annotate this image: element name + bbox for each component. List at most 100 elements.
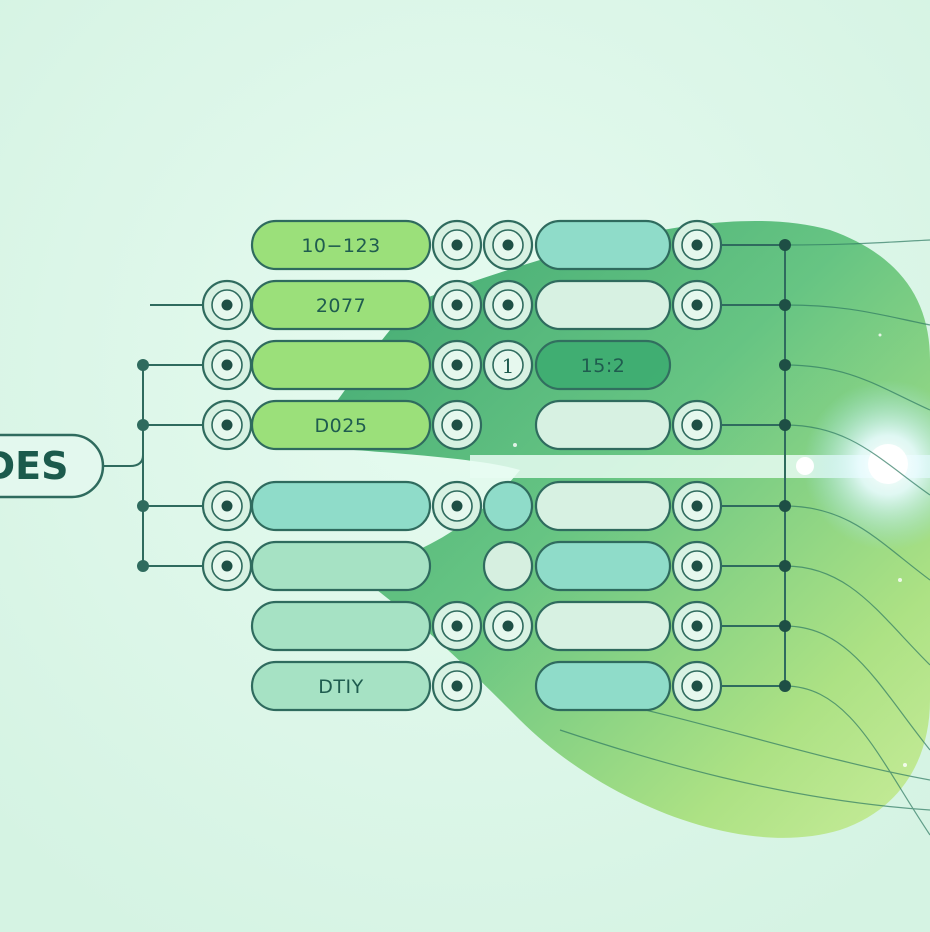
bus-junction-dot [779, 560, 791, 572]
node-dot-icon [691, 620, 703, 632]
process-node[interactable] [431, 480, 483, 532]
node-dot-icon [502, 239, 514, 251]
stage-pill-label: DTIY [318, 676, 363, 698]
glow-orb [803, 380, 930, 550]
fan-line [784, 505, 930, 581]
diagram-row: DTIY [250, 660, 791, 712]
sparkle [513, 443, 517, 447]
stage-pill[interactable] [250, 399, 432, 451]
node-dot-icon [691, 680, 703, 692]
output-node[interactable] [671, 480, 723, 532]
output-pill[interactable] [534, 540, 672, 592]
node-dot-icon [221, 500, 233, 512]
input-node[interactable] [201, 279, 253, 331]
node-dot-icon [451, 680, 463, 692]
bus-junction-dot [779, 299, 791, 311]
diagram-row: 1 15:2 [201, 339, 791, 391]
bus-junction-dot [779, 500, 791, 512]
diagram-row [201, 480, 791, 532]
stage-pill[interactable] [250, 279, 432, 331]
input-node[interactable] [201, 480, 253, 532]
node-dot-icon [451, 620, 463, 632]
junction-dot [137, 500, 149, 512]
stage-pill[interactable] [250, 339, 432, 391]
root-pill[interactable] [0, 433, 105, 499]
output-node[interactable] [671, 399, 723, 451]
node-dot-icon [221, 560, 233, 572]
root-label: DES [0, 444, 68, 488]
bus-junction-dot [779, 620, 791, 632]
output-node[interactable] [671, 660, 723, 712]
input-node[interactable] [201, 399, 253, 451]
stage-pill[interactable] [250, 660, 432, 712]
stage-pill[interactable] [250, 540, 432, 592]
glow-dot [796, 457, 814, 475]
output-pill[interactable] [534, 600, 672, 652]
stage-pill-label: 10−123 [301, 235, 380, 257]
process-node[interactable] [431, 279, 483, 331]
node-dot-icon [691, 239, 703, 251]
sparkle [878, 333, 882, 337]
fan-line [784, 424, 930, 496]
output-pill[interactable] [534, 279, 672, 331]
diagram-row: 10−123 [250, 219, 791, 271]
bus-junction-dot [779, 680, 791, 692]
process-node[interactable] [431, 399, 483, 451]
diagram-row: 2077 [150, 279, 791, 331]
output-node[interactable] [671, 540, 723, 592]
process-node[interactable] [482, 540, 534, 592]
node-ring[interactable] [482, 540, 534, 592]
node-dot-icon [691, 419, 703, 431]
fan-line [784, 685, 930, 836]
fan-line [559, 729, 930, 811]
node-dot-icon [691, 299, 703, 311]
process-node[interactable] [482, 279, 534, 331]
fan-line [784, 625, 930, 751]
fan-line [784, 565, 930, 666]
fan-lines [559, 239, 930, 836]
stage-pill[interactable] [250, 600, 432, 652]
input-node[interactable] [201, 339, 253, 391]
output-node[interactable] [671, 600, 723, 652]
junction-dot [137, 359, 149, 371]
node-dot-icon [221, 419, 233, 431]
output-pill[interactable] [534, 219, 672, 271]
output-pill[interactable] [534, 399, 672, 451]
fan-line [784, 364, 930, 411]
stage-pill[interactable] [250, 219, 432, 271]
node-dot-icon [451, 359, 463, 371]
process-node[interactable] [431, 600, 483, 652]
process-node[interactable] [431, 660, 483, 712]
diagram-row [250, 600, 791, 652]
output-pill[interactable] [534, 660, 672, 712]
stage-pill-label: 2077 [316, 295, 366, 317]
process-node[interactable]: 1 [482, 339, 534, 391]
node-dot-icon [502, 299, 514, 311]
root-node[interactable]: DES [0, 433, 105, 499]
junction-dot [137, 419, 149, 431]
input-node[interactable] [201, 540, 253, 592]
process-node[interactable] [431, 339, 483, 391]
fan-line [784, 304, 930, 326]
node-ring[interactable] [482, 480, 534, 532]
output-pill-label: 15:2 [581, 355, 626, 377]
node-inner [492, 349, 524, 381]
node-dot-icon [691, 500, 703, 512]
node-dot-icon [691, 560, 703, 572]
process-node[interactable] [482, 600, 534, 652]
output-node[interactable] [671, 219, 723, 271]
node-dot-icon [451, 500, 463, 512]
node-dot-icon [451, 239, 463, 251]
node-dot-icon [502, 620, 514, 632]
output-node[interactable] [671, 279, 723, 331]
process-node[interactable] [482, 219, 534, 271]
output-pill[interactable] [534, 339, 672, 391]
diagram-row [201, 540, 791, 592]
stage-pill[interactable] [250, 480, 432, 532]
node-dot-icon [221, 359, 233, 371]
diagram-row: D025 [201, 399, 791, 451]
process-node[interactable] [431, 219, 483, 271]
output-pill[interactable] [534, 480, 672, 532]
fan-line [784, 239, 930, 246]
process-node[interactable] [482, 480, 534, 532]
